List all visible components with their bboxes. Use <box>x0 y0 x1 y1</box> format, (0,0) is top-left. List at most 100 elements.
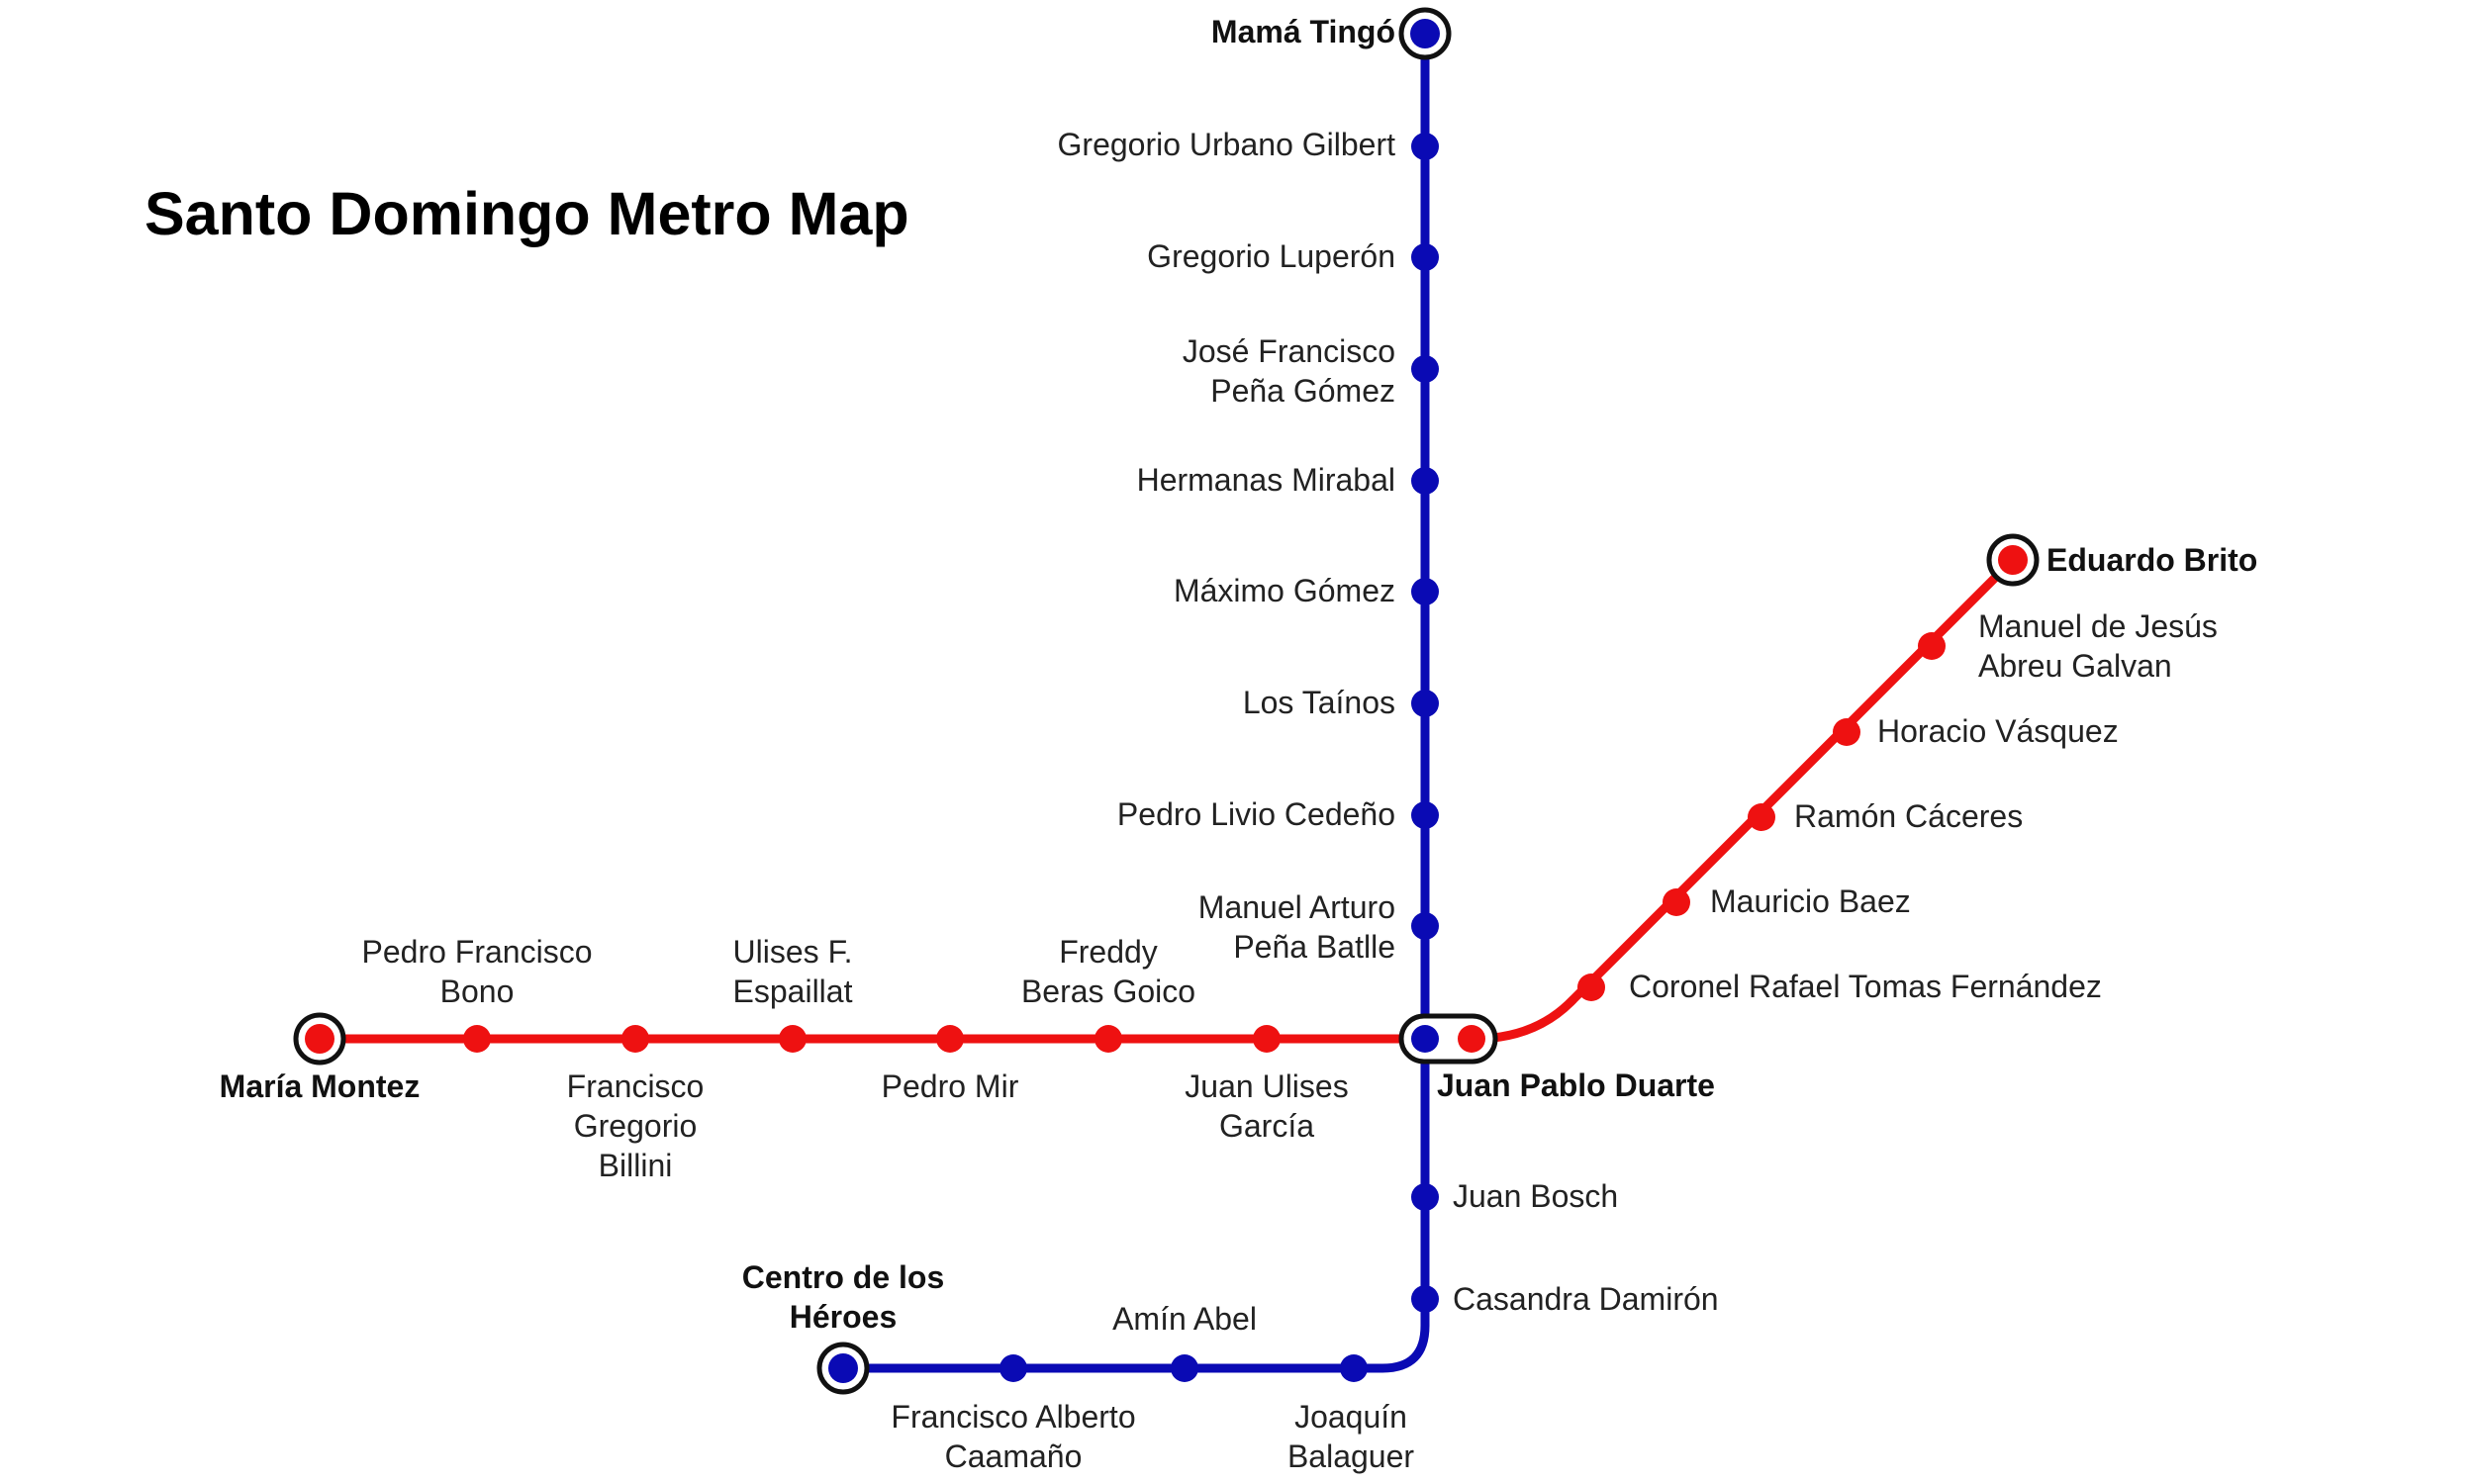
station-label-eduardo-brito[interactable]: Eduardo Brito <box>2046 542 2257 578</box>
station-dot-casandra-damiron[interactable] <box>1411 1285 1439 1313</box>
station-label-mama-tingo-line-1: Mamá Tingó <box>1211 14 1395 49</box>
station-label-pedro-livio-cedeno[interactable]: Pedro Livio Cedeño <box>1117 796 1395 832</box>
station-label-coronel-rafael-tomas-fernandez[interactable]: Coronel Rafael Tomas Fernández <box>1629 969 2102 1004</box>
station-label-francisco-alberto-caamano-line-2: Caamaño <box>945 1438 1083 1474</box>
station-dot-joaquin-balaguer[interactable] <box>1340 1354 1368 1382</box>
station-label-joaquin-balaguer-line-2: Balaguer <box>1287 1438 1414 1474</box>
station-label-ulises-f-espaillat-line-1: Ulises F. <box>733 934 853 970</box>
station-dot-pedro-mir[interactable] <box>936 1025 964 1053</box>
station-label-mauricio-baez[interactable]: Mauricio Baez <box>1710 883 1911 919</box>
station-label-juan-ulises-garcia-line-2: García <box>1219 1108 1314 1144</box>
station-label-maria-montez-line-1: María Montez <box>220 1068 421 1104</box>
station-dot-maria-montez[interactable] <box>305 1024 334 1054</box>
station-dot-francisco-gregorio-billini[interactable] <box>621 1025 649 1053</box>
station-label-horacio-vasquez-line-1: Horacio Vásquez <box>1877 713 2119 749</box>
station-label-pedro-livio-cedeno-line-1: Pedro Livio Cedeño <box>1117 796 1395 832</box>
station-label-pedro-francisco-bono-line-1: Pedro Francisco <box>362 934 593 970</box>
station-dot-ulises-f-espaillat[interactable] <box>779 1025 807 1053</box>
station-label-gregorio-urbano-gilbert[interactable]: Gregorio Urbano Gilbert <box>1058 127 1396 162</box>
station-dot-juan-ulises-garcia[interactable] <box>1253 1025 1281 1053</box>
station-dot-hermanas-mirabal[interactable] <box>1411 467 1439 495</box>
station-dot-mauricio-baez[interactable] <box>1663 888 1690 916</box>
station-label-pedro-mir[interactable]: Pedro Mir <box>882 1068 1019 1104</box>
station-dot-ramon-caceres[interactable] <box>1748 803 1775 831</box>
station-label-maria-montez[interactable]: María Montez <box>220 1068 421 1104</box>
station-label-ulises-f-espaillat-line-2: Espaillat <box>733 974 853 1009</box>
station-dot-los-tainos[interactable] <box>1411 690 1439 717</box>
map-title: Santo Domingo Metro Map <box>144 180 909 247</box>
station-label-ulises-f-espaillat[interactable]: Ulises F. Espaillat <box>733 934 853 1009</box>
station-dot-pedro-francisco-bono[interactable] <box>463 1025 491 1053</box>
station-dot-juan-pablo-duarte-line1[interactable] <box>1411 1025 1439 1053</box>
station-dot-freddy-beras-goico[interactable] <box>1094 1025 1122 1053</box>
station-label-francisco-gregorio-billini-line-2: Gregorio <box>574 1108 698 1144</box>
station-label-juan-bosch-line-1: Juan Bosch <box>1453 1178 1618 1214</box>
station-dot-horacio-vasquez[interactable] <box>1833 718 1860 746</box>
station-label-jose-francisco-pena-gomez-line-2: Peña Gómez <box>1210 373 1395 409</box>
station-label-mama-tingo[interactable]: Mamá Tingó <box>1211 14 1395 49</box>
station-dot-francisco-alberto-caamano[interactable] <box>999 1354 1027 1382</box>
line1-track <box>838 29 1430 1373</box>
station-label-juan-ulises-garcia-line-1: Juan Ulises <box>1185 1068 1348 1104</box>
station-label-gregorio-luperon-line-1: Gregorio Luperón <box>1147 238 1395 274</box>
station-label-maximo-gomez-line-1: Máximo Gómez <box>1174 573 1395 608</box>
station-label-hermanas-mirabal-line-1: Hermanas Mirabal <box>1137 462 1395 498</box>
station-label-freddy-beras-goico-line-1: Freddy <box>1059 934 1158 970</box>
station-label-gregorio-urbano-gilbert-line-1: Gregorio Urbano Gilbert <box>1058 127 1396 162</box>
station-label-horacio-vasquez[interactable]: Horacio Vásquez <box>1877 713 2119 749</box>
station-dot-juan-bosch[interactable] <box>1411 1183 1439 1211</box>
station-label-juan-pablo-duarte[interactable]: Juan Pablo Duarte <box>1437 1067 1715 1103</box>
station-label-casandra-damiron[interactable]: Casandra Damirón <box>1453 1281 1719 1317</box>
station-label-ramon-caceres-line-1: Ramón Cáceres <box>1794 798 2023 834</box>
station-label-centro-de-los-heroes-line-1: Centro de los <box>742 1259 944 1295</box>
station-label-los-tainos[interactable]: Los Taínos <box>1243 685 1395 720</box>
station-label-francisco-gregorio-billini-line-3: Billini <box>599 1148 673 1183</box>
station-label-francisco-gregorio-billini-line-1: Francisco <box>567 1068 705 1104</box>
station-label-manuel-arturo-pena-batlle-line-2: Peña Batlle <box>1233 929 1395 965</box>
station-dot-gregorio-urbano-gilbert[interactable] <box>1411 133 1439 160</box>
station-label-maximo-gomez[interactable]: Máximo Gómez <box>1174 573 1395 608</box>
station-label-eduardo-brito-line-1: Eduardo Brito <box>2046 542 2257 578</box>
station-label-los-tainos-line-1: Los Taínos <box>1243 685 1395 720</box>
station-dot-pedro-livio-cedeno[interactable] <box>1411 801 1439 829</box>
station-dot-maximo-gomez[interactable] <box>1411 578 1439 605</box>
station-label-amin-abel-line-1: Amín Abel <box>1112 1301 1257 1337</box>
station-dot-amin-abel[interactable] <box>1171 1354 1198 1382</box>
station-dot-jose-francisco-pena-gomez[interactable] <box>1411 355 1439 383</box>
station-dot-juan-pablo-duarte-line2[interactable] <box>1458 1025 1485 1053</box>
station-label-ramon-caceres[interactable]: Ramón Cáceres <box>1794 798 2023 834</box>
station-label-casandra-damiron-line-1: Casandra Damirón <box>1453 1281 1719 1317</box>
station-dot-coronel-rafael-tomas-fernandez[interactable] <box>1577 974 1605 1001</box>
station-label-coronel-rafael-tomas-fernandez-line-1: Coronel Rafael Tomas Fernández <box>1629 969 2102 1004</box>
station-label-gregorio-luperon[interactable]: Gregorio Luperón <box>1147 238 1395 274</box>
station-dot-centro-de-los-heroes[interactable] <box>828 1353 858 1383</box>
station-label-pedro-francisco-bono-line-2: Bono <box>440 974 515 1009</box>
station-label-manuel-de-jesus-abreu-galvan-line-1: Manuel de Jesús <box>1978 608 2218 644</box>
station-label-joaquin-balaguer-line-1: Joaquín <box>1294 1399 1407 1435</box>
station-label-pedro-mir-line-1: Pedro Mir <box>882 1068 1019 1104</box>
station-dot-manuel-de-jesus-abreu-galvan[interactable] <box>1918 632 1946 660</box>
station-dot-eduardo-brito[interactable] <box>1998 545 2028 575</box>
station-label-juan-pablo-duarte-line-1: Juan Pablo Duarte <box>1437 1067 1715 1103</box>
station-label-amin-abel[interactable]: Amín Abel <box>1112 1301 1257 1337</box>
station-label-juan-bosch[interactable]: Juan Bosch <box>1453 1178 1618 1214</box>
station-dot-mama-tingo[interactable] <box>1410 19 1440 48</box>
station-label-francisco-alberto-caamano-line-1: Francisco Alberto <box>891 1399 1135 1435</box>
station-dot-gregorio-luperon[interactable] <box>1411 243 1439 271</box>
station-label-jose-francisco-pena-gomez-line-1: José Francisco <box>1183 333 1395 369</box>
station-label-mauricio-baez-line-1: Mauricio Baez <box>1710 883 1911 919</box>
station-dot-manuel-arturo-pena-batlle[interactable] <box>1411 912 1439 940</box>
station-label-hermanas-mirabal[interactable]: Hermanas Mirabal <box>1137 462 1395 498</box>
